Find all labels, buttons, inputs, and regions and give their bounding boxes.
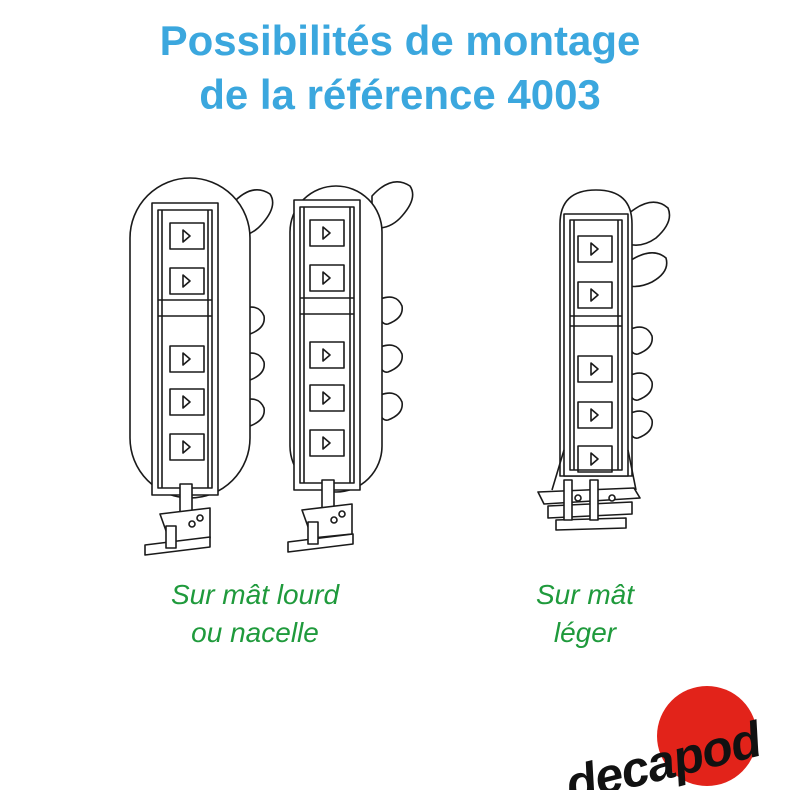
caption-heavy-mast-line-1: Sur mât lourd xyxy=(170,579,340,610)
signal-frame xyxy=(151,202,219,496)
signal-hoods xyxy=(371,180,414,421)
title-line-1: Possibilités de montage xyxy=(159,17,641,64)
logo-red-circle xyxy=(657,686,757,786)
signal-base xyxy=(287,479,354,553)
signal-light-mast xyxy=(537,189,671,531)
caption-light-mast-line-2: léger xyxy=(553,617,617,648)
signal-lamps xyxy=(309,219,345,457)
caption-light-mast-line-1: Sur mât xyxy=(535,579,635,610)
signal-lamps xyxy=(169,222,205,461)
caption-heavy-mast-line-2: ou nacelle xyxy=(191,617,319,648)
signal-frame xyxy=(293,199,361,491)
title-line-2: de la référence 4003 xyxy=(199,71,601,118)
signal-base xyxy=(537,479,641,531)
signal-heavy-mast-1 xyxy=(129,177,274,556)
decapod-logo: decapod xyxy=(560,686,768,790)
page-title: Possibilités de montage de la référence … xyxy=(0,14,800,122)
signal-hoods xyxy=(627,201,671,439)
caption-heavy-mast: Sur mât lourd ou nacelle xyxy=(100,576,410,652)
signal-heavy-mast-2 xyxy=(287,180,414,553)
caption-light-mast: Sur mât léger xyxy=(470,576,700,652)
signal-base xyxy=(144,483,211,556)
signal-frame xyxy=(551,213,637,491)
signal-lamps xyxy=(577,235,613,473)
